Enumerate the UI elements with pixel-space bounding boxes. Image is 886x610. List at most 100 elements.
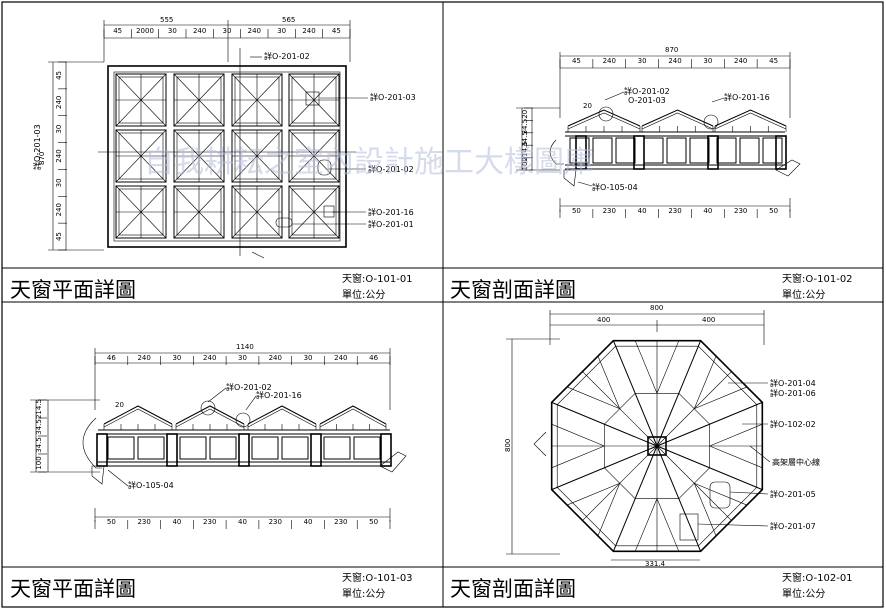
dim-label: 214.5 xyxy=(35,399,43,419)
roof-ridge-inner xyxy=(714,112,787,130)
drawing-title: 天窗平面詳圖 xyxy=(10,577,136,601)
dim-label: 45 xyxy=(55,71,63,80)
detail-callout-ring xyxy=(82,417,102,469)
dim-label: 400 xyxy=(597,316,610,324)
detail-reference: 詳O-201-03 xyxy=(370,92,416,102)
dim-label: 45 xyxy=(113,27,122,35)
glass-panel xyxy=(739,137,760,164)
detail-reference: 詳O-201-04 xyxy=(770,378,816,388)
dim-label: 230 xyxy=(603,207,616,215)
dim-label: 34.5 xyxy=(35,419,43,435)
plan-frame-outer xyxy=(107,65,347,248)
gutter xyxy=(563,169,577,187)
column xyxy=(96,433,108,467)
detail-callout-box xyxy=(679,513,699,541)
dim-label: 240 xyxy=(193,27,206,35)
roof-ridge xyxy=(175,405,245,425)
dim-label: 46 xyxy=(107,354,116,362)
dim-label: 214.5 xyxy=(521,141,529,161)
detail-callout-box xyxy=(709,481,731,509)
glass-panel xyxy=(209,436,237,460)
drawing-title: 天窗剖面詳圖 xyxy=(450,278,576,302)
panel-3-section-drawing xyxy=(30,348,407,522)
roof-ridge-inner xyxy=(319,408,387,428)
dim-label: 30 xyxy=(703,57,712,65)
dim-label: 240 xyxy=(55,203,63,216)
detail-reference: 詳O-201-02 xyxy=(624,86,670,96)
drawing-line xyxy=(656,340,680,394)
center-hub xyxy=(647,436,667,456)
roof-ridge xyxy=(319,405,387,425)
dim-label: 100 xyxy=(521,157,529,170)
drawing-line xyxy=(678,467,710,499)
drawing-code: 天窗:O-101-02 xyxy=(782,272,853,285)
drawing-line xyxy=(693,355,717,409)
unit-label: 單位:公分 xyxy=(782,288,825,301)
panel-1-dims: 555 565 870 xyxy=(38,16,295,165)
column xyxy=(775,135,787,170)
roof-ridge xyxy=(247,405,317,425)
drawing-title: 天窗剖面詳圖 xyxy=(450,577,576,601)
dim-label: 240 xyxy=(137,354,150,362)
unit-label: 單位:公分 xyxy=(782,587,825,600)
glass-panel xyxy=(107,436,135,460)
panel-4-dims: 800 400 400 800 331.4 xyxy=(504,304,715,568)
drawing-line xyxy=(694,482,748,506)
dim-label: 50 xyxy=(572,207,581,215)
panel-3-refs: 20 詳O-201-02 詳O-201-16 詳O-105-04 xyxy=(107,382,302,490)
drawing-line xyxy=(634,498,658,552)
dim-label: 240 xyxy=(603,57,616,65)
detail-callout-ring xyxy=(549,139,564,165)
glass-panel xyxy=(323,436,351,460)
roof-ridge-inner xyxy=(103,408,173,428)
dim-label: 46 xyxy=(369,354,378,362)
glass-panel xyxy=(281,436,309,460)
roof-ridge xyxy=(714,109,787,127)
section-mark xyxy=(533,431,547,457)
dim-label: 2000 xyxy=(136,27,154,35)
dim-label: 30 xyxy=(168,27,177,35)
column xyxy=(238,433,250,467)
detail-callout-circle xyxy=(598,106,614,122)
dim-label: 240 xyxy=(734,57,747,65)
panel-1-plan-drawing xyxy=(48,20,356,259)
dim-label: 230 xyxy=(668,207,681,215)
drawing-line xyxy=(566,482,620,506)
panel-4-title-block: 天窗剖面詳圖 天窗:O-102-01 單位:公分 xyxy=(450,571,853,601)
detail-reference: 詳O-102-02 xyxy=(770,419,816,429)
drawing-line xyxy=(678,393,710,425)
column xyxy=(575,135,587,170)
dim-label: 50 xyxy=(769,207,778,215)
gutter xyxy=(91,465,105,485)
dim-total-label: 555 xyxy=(160,16,173,24)
glass-panel xyxy=(716,137,737,164)
detail-reference: O-201-03 xyxy=(628,96,666,105)
drawing-line xyxy=(566,386,620,410)
watermark: 自我耕耘之室內設計施工大樣圖庫 xyxy=(144,145,594,180)
drawing-code: 天窗:O-101-03 xyxy=(342,571,413,584)
dim-label: 240 xyxy=(203,354,216,362)
dim-label: 40 xyxy=(703,207,712,215)
dim-label: 20 xyxy=(521,110,529,119)
roof-ridge-inner xyxy=(175,408,245,428)
dim-label: 30 xyxy=(277,27,286,35)
dim-label: 30 xyxy=(223,27,232,35)
roof-ridge xyxy=(103,405,173,425)
detail-reference: 詳O-201-01 xyxy=(368,219,414,229)
dim-label: 30 xyxy=(172,354,181,362)
dim-label: 240 xyxy=(55,96,63,109)
drawing-line xyxy=(604,467,636,499)
roof-ridge-inner xyxy=(567,112,641,130)
dim-label: 34.5 xyxy=(521,131,529,147)
drawing-code: 天窗:O-102-01 xyxy=(782,571,853,584)
column xyxy=(310,433,322,467)
detail-callout-circle xyxy=(235,412,251,428)
dim-label: 30 xyxy=(55,125,63,134)
panel-2-title-block: 天窗剖面詳圖 天窗:O-101-02 單位:公分 xyxy=(450,272,853,302)
gutter xyxy=(379,451,407,473)
panel-3-dims: 1140 xyxy=(236,343,254,351)
